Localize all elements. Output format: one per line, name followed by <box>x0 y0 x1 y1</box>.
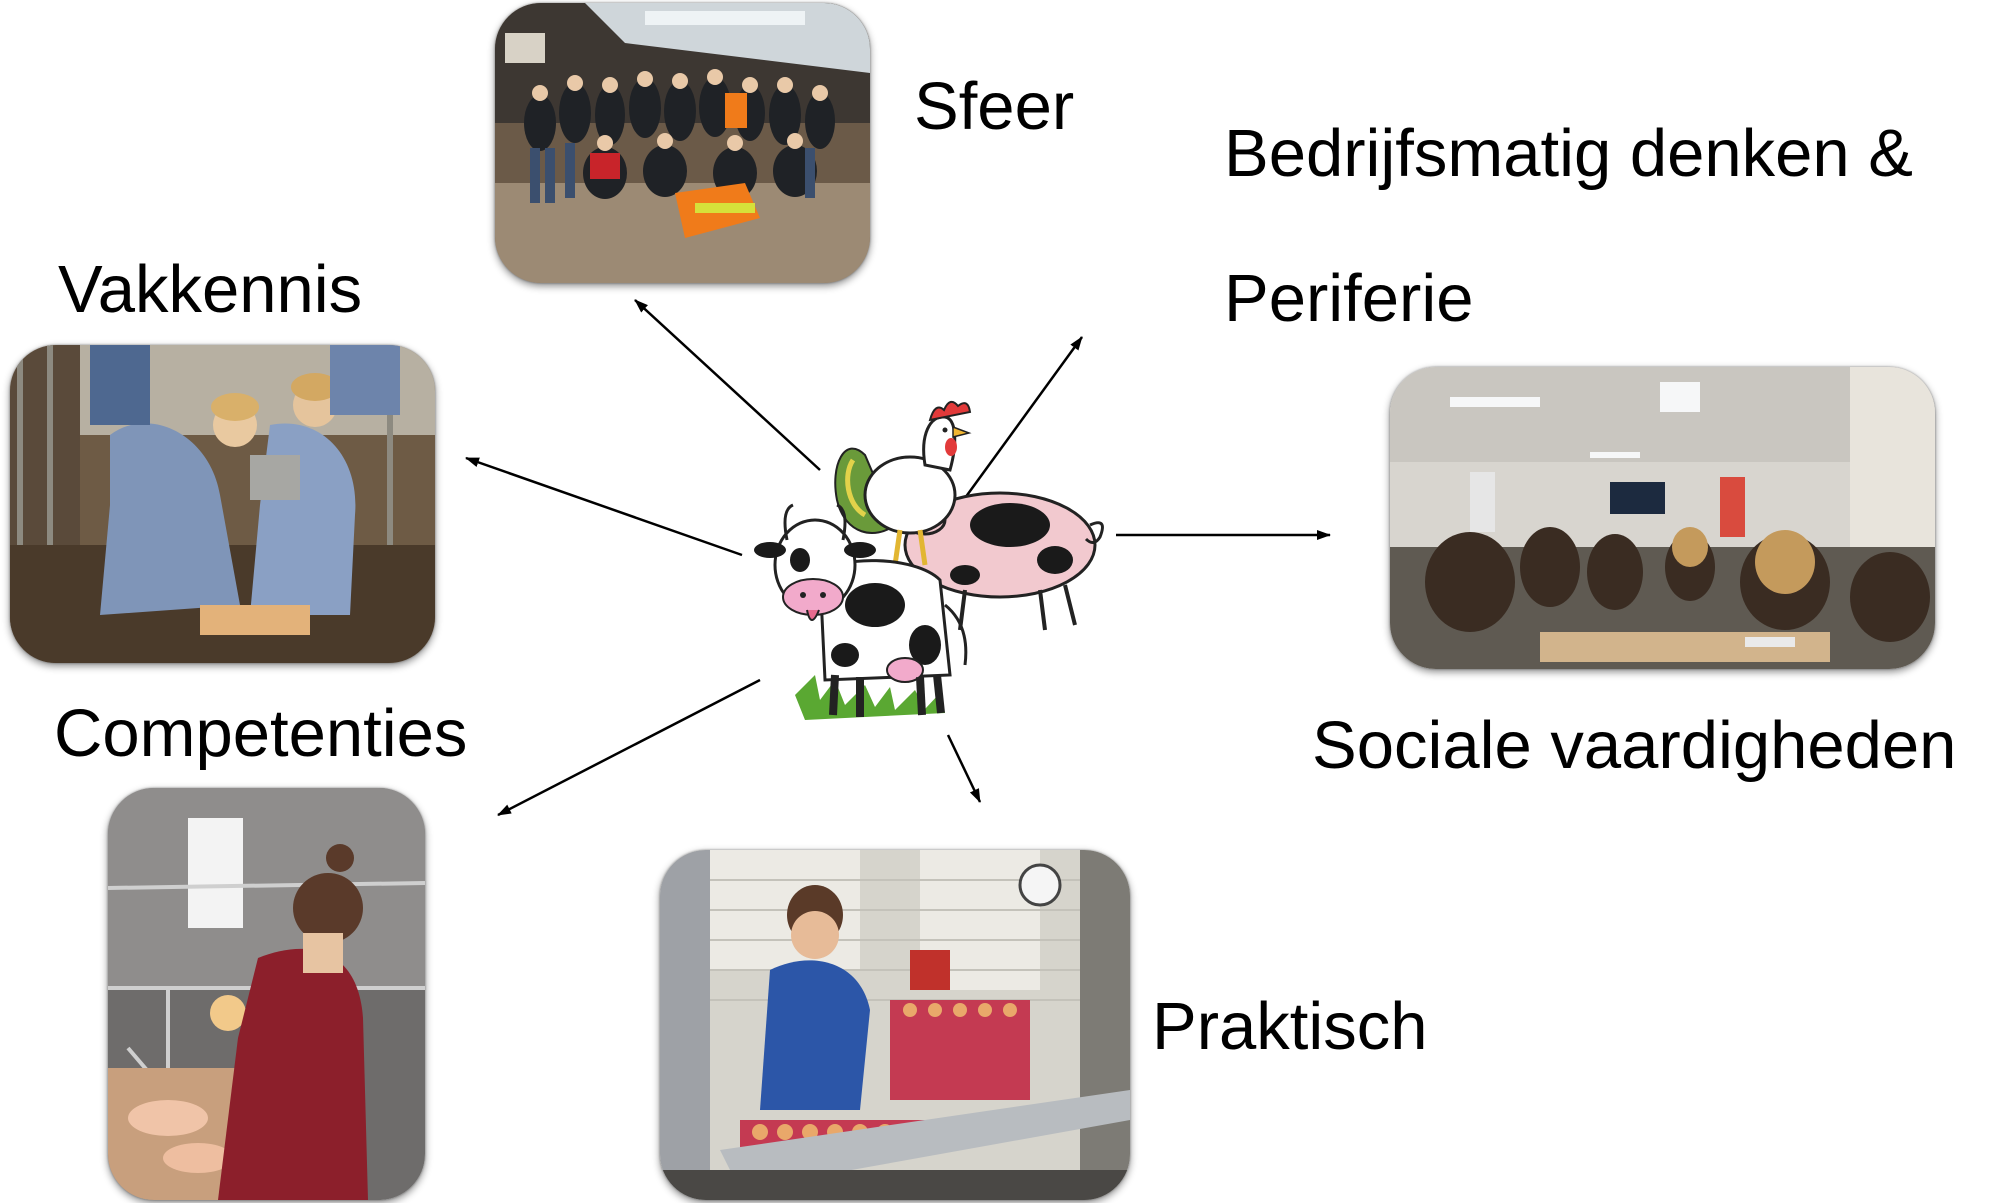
rooster-icon <box>834 400 972 566</box>
label-bedrijfsmatig: Bedrijfsmatig denken & <box>1224 116 1913 191</box>
label-competenties: Competenties <box>54 696 468 771</box>
label-periferie: Periferie <box>1224 261 1474 336</box>
classroom-photo <box>1390 367 1935 669</box>
arrow-to-vakkennis <box>465 456 743 557</box>
arrow-to-competenties <box>497 678 761 817</box>
label-praktisch: Praktisch <box>1152 989 1428 1064</box>
arrow-to-bedrijfsmatig <box>963 336 1084 499</box>
lab-photo <box>10 345 435 663</box>
farm-animals-icon <box>754 400 1104 720</box>
arrow-to-sfeer <box>634 299 821 471</box>
label-sfeer: Sfeer <box>914 69 1075 144</box>
arrow-to-praktisch <box>946 734 982 803</box>
piglet-photo <box>108 788 425 1200</box>
eggs-photo <box>660 850 1130 1200</box>
cow-icon <box>754 503 968 717</box>
group-photo <box>495 3 870 283</box>
label-sociale-vaardigheden: Sociale vaardigheden <box>1312 708 1957 783</box>
pig-icon <box>903 491 1104 631</box>
label-vakkennis: Vakkennis <box>58 252 363 327</box>
